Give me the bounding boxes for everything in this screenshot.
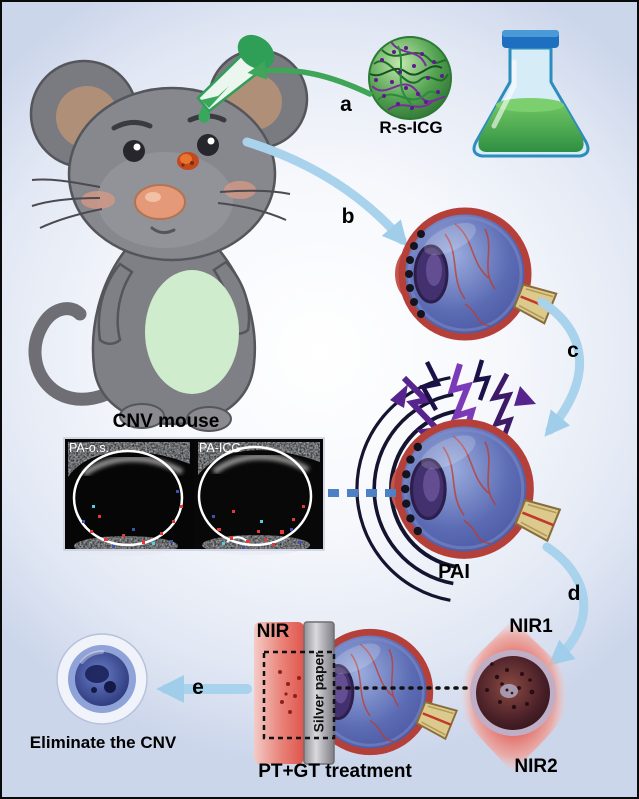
mouse-right-foot	[186, 406, 232, 432]
nanoparticle	[368, 36, 452, 120]
step-label-e: e	[192, 676, 204, 699]
mouse-tail	[28, 302, 114, 406]
mouse-belly	[145, 270, 239, 394]
reagent-name-label: R-s-ICG	[379, 118, 443, 137]
dotted-region-box	[262, 650, 336, 740]
arrow-b	[242, 137, 408, 247]
nir1-label: NIR1	[509, 616, 553, 637]
nanoparticle-dots	[374, 46, 444, 110]
eye-outline-trace	[72, 449, 184, 547]
doppler-dots	[82, 490, 183, 548]
dropper-drop	[198, 106, 211, 123]
flask	[472, 30, 590, 158]
eye-outline-trace	[197, 445, 313, 547]
mouse-left-arm	[97, 262, 134, 345]
pai-caption: PAI	[438, 561, 470, 583]
mouse-nose	[134, 184, 186, 220]
nir-label: NIR	[256, 621, 290, 642]
fundus-spots	[485, 662, 535, 710]
dropper-bulb	[237, 34, 275, 70]
eliminated-cnv-eye	[56, 633, 148, 725]
ultrasound-panel-pa-os	[65, 439, 194, 556]
step-label-c: c	[567, 339, 579, 362]
nir2-label: NIR2	[514, 756, 558, 777]
step-label-a: a	[340, 93, 352, 116]
pai-eyeball	[391, 423, 560, 555]
cnv-eye-spot	[177, 152, 199, 170]
mouse-left-eyebrow	[111, 120, 153, 131]
step-label-d: d	[567, 582, 581, 605]
nir-laser-beam	[254, 622, 304, 764]
mouse-mouth	[150, 226, 176, 235]
treatment-caption: PT+GT treatment	[258, 761, 412, 782]
arrow-a	[247, 61, 373, 97]
treatment-assembly	[254, 621, 468, 765]
flask-liquid	[478, 100, 584, 152]
outcome-caption: Eliminate the CNV	[29, 733, 177, 752]
ultrasound-panel-pa-icg	[194, 439, 323, 555]
silver-paper-label: Silver paper	[310, 652, 327, 733]
mouse-left-foot	[119, 403, 165, 429]
cnv-mouse-caption: CNV mouse	[112, 411, 220, 432]
step-label-b: b	[341, 205, 355, 228]
mouse-blush-left	[81, 191, 115, 209]
mouse-illustration	[28, 48, 309, 432]
arrow-d	[542, 542, 589, 666]
particle-dots-in-beam	[278, 670, 301, 714]
nir-fundus-panel	[460, 618, 568, 774]
pa-os-label: PA-o.s.	[69, 441, 110, 455]
arrow-c	[537, 297, 585, 437]
eyeball-diagram	[395, 211, 556, 337]
mouse-left-eye	[123, 140, 145, 162]
pa-icg-label: PA-ICG	[199, 441, 242, 455]
mouse-right-eye	[197, 134, 219, 156]
mouse-whiskers	[31, 178, 291, 229]
fundus-optic-disc	[500, 684, 518, 698]
ultrasound-frame	[63, 437, 325, 551]
doppler-dots	[212, 505, 305, 549]
